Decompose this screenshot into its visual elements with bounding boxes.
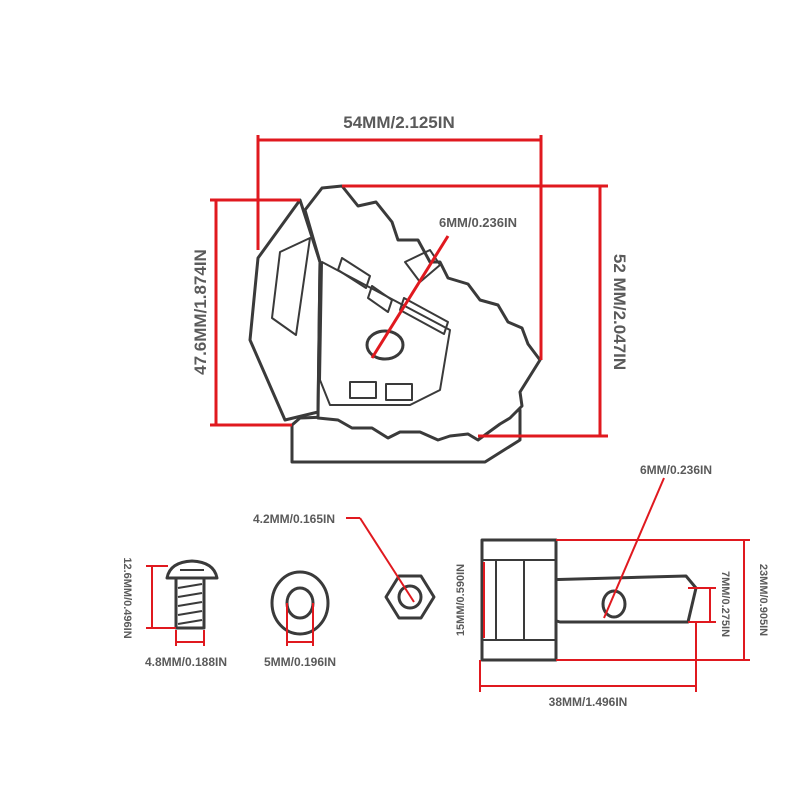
bolt-width-label: 4.8MM/0.188IN <box>145 655 227 669</box>
footpeg-slot-4 <box>367 285 393 313</box>
top-width-label: 54MM/2.125IN <box>343 113 455 132</box>
nut-dimensions <box>346 517 415 603</box>
bracket-drawing <box>480 538 698 662</box>
nut-size-label: 4.2MM/0.165IN <box>253 512 335 526</box>
bracket-inner-height-label: 15MM/0.590IN <box>455 564 467 636</box>
bracket-hole-label: 6MM/0.236IN <box>640 463 712 477</box>
washer-drawing <box>270 570 330 636</box>
washer-dimensions <box>286 603 314 646</box>
footpeg-slot-1 <box>349 381 377 399</box>
footpeg-body <box>303 184 542 442</box>
footpeg-dimensions <box>210 135 608 438</box>
bracket-tab-height-label: 7MM/0.275IN <box>719 571 731 637</box>
bracket-length-label: 38MM/1.496IN <box>549 695 628 709</box>
footpeg-slot-2 <box>385 383 413 401</box>
bolt-drawing <box>165 559 219 630</box>
washer-hole-label: 5MM/0.196IN <box>264 655 336 669</box>
bracket-dimensions <box>479 477 750 692</box>
footpeg-slot-3 <box>337 257 371 289</box>
footpeg-side-wall <box>248 198 322 422</box>
bolt-dimensions <box>146 565 205 646</box>
footpeg-slot-6 <box>404 249 441 283</box>
right-height-label: 52 MM/2.047IN <box>610 254 629 370</box>
bracket-total-height-label: 23MM/0.905IN <box>757 564 769 636</box>
washer-hole <box>285 586 315 620</box>
main-hole-label: 6MM/0.236IN <box>439 215 517 230</box>
footpeg-drawing <box>248 184 542 464</box>
bracket-clamp <box>480 538 558 662</box>
footpeg-slot-5 <box>399 297 449 335</box>
footpeg-plate-face <box>319 261 451 406</box>
footpeg-side-slot <box>271 237 311 336</box>
bracket-hole <box>601 589 627 619</box>
left-height-label: 47.6MM/1.874IN <box>191 249 210 375</box>
bolt-height-label: 12.6MM/0.496IN <box>121 557 133 638</box>
